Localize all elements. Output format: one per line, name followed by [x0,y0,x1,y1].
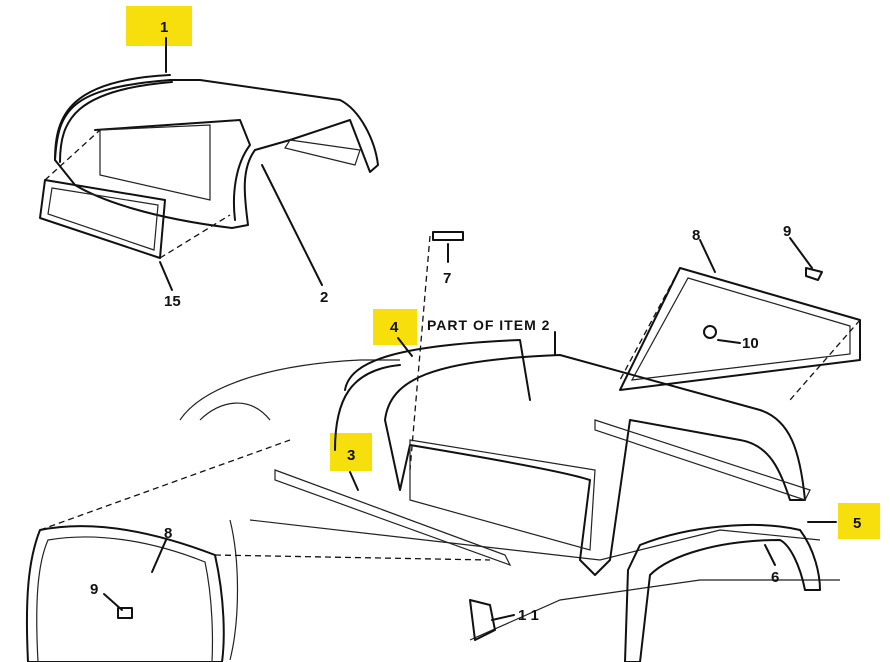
hardtop-shell-top [54,74,379,229]
seal-6 [624,524,821,662]
highlight-item-3 [330,433,372,471]
callout-10: 10 [742,335,759,352]
callout-1: 1 [160,19,168,36]
clip-9-upper [805,267,823,281]
callout-8-lower: 8 [164,525,172,542]
nut-11 [469,599,496,641]
callout-11: 1 1 [518,607,539,624]
vehicle-body [179,359,840,661]
callout-9-upper: 9 [783,223,791,240]
highlight-item-1 [126,6,192,46]
callout-7: 7 [443,270,451,287]
mounting-rail-3 [274,469,512,567]
callout-4: 4 [390,319,399,336]
bolt-7 [409,231,464,471]
clip-9-lower [117,607,133,619]
callout-5: 5 [853,515,861,532]
callout-15: 15 [164,293,181,310]
leader-lines [103,37,837,621]
hardtop-shell-lower [274,339,821,662]
callout-6: 6 [771,569,779,586]
rear-window-lower [25,439,491,662]
rear-window-upper [619,267,861,401]
part-of-item-2-label: PART OF ITEM 2 [427,317,550,333]
highlight-item-5 [838,503,880,539]
callout-9-lower: 9 [90,581,98,598]
rear-window-top [39,129,231,259]
callout-3: 3 [347,447,355,464]
callout-2: 2 [320,289,328,306]
highlight-item-4 [373,309,417,345]
callout-8-upper: 8 [692,227,700,244]
screw-10 [703,325,717,339]
